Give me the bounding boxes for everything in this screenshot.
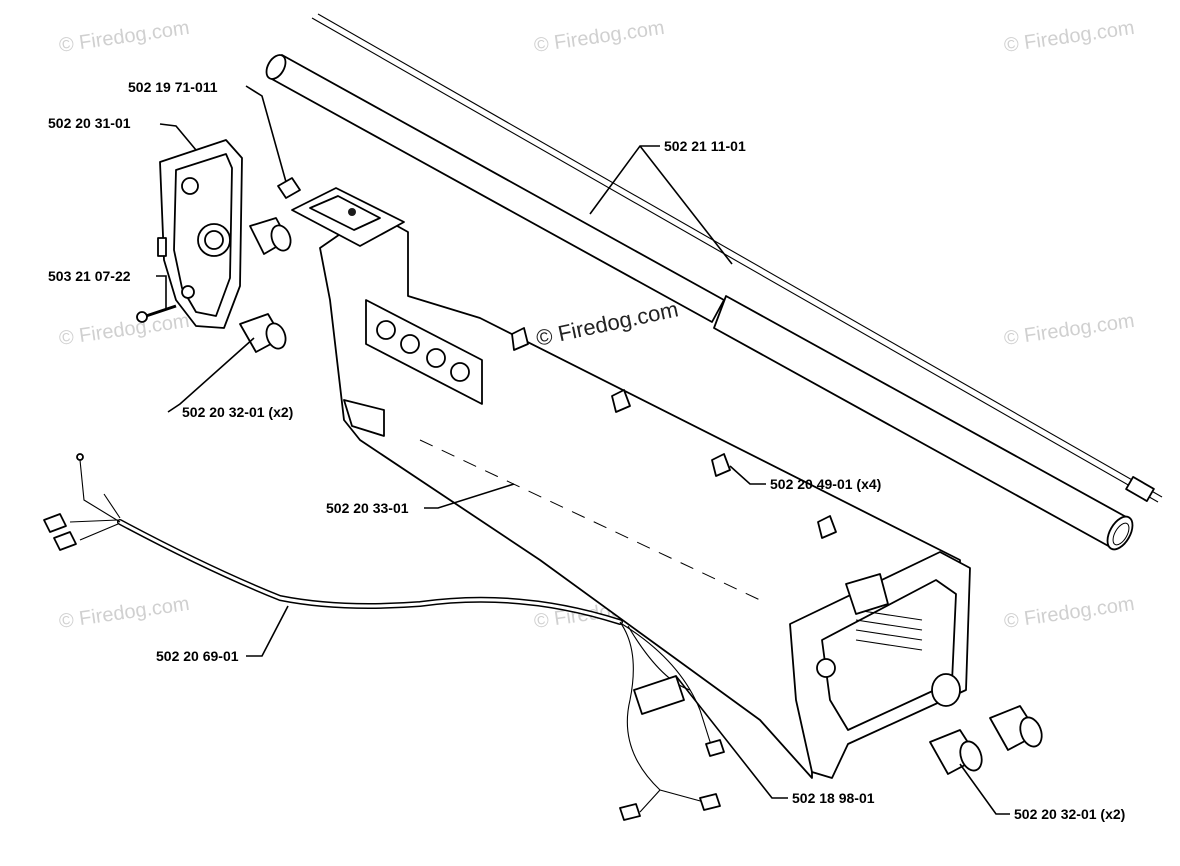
leader-feet-left: [167, 337, 255, 413]
panel-hole-2: [400, 334, 420, 354]
screw-head: [136, 311, 148, 323]
foot-pad-left-upper: [249, 217, 292, 255]
foot-pad-right-2: [929, 729, 983, 775]
watermark-mid-left: © Firedog.com: [58, 310, 191, 350]
harness-switch: [633, 675, 685, 715]
leader-tube-lower: [639, 145, 733, 265]
leader-housing: [424, 483, 515, 509]
panel-hole-3: [426, 348, 446, 368]
leader-cable: [246, 605, 289, 657]
clip-1: [511, 327, 529, 351]
screw-part: [136, 304, 177, 323]
watermark-mid-right: © Firedog.com: [1003, 310, 1136, 350]
cable-wire-3: [79, 523, 119, 541]
housing-left-foot: [343, 399, 385, 437]
clip-4: [817, 515, 837, 539]
harness-connector-3: [705, 739, 725, 757]
clip-3: [711, 453, 731, 477]
tube-bore: [1112, 522, 1130, 546]
leader-clamp-nut: [245, 85, 287, 183]
end-cap-boss-inner: [204, 230, 224, 250]
harness-connector-1: [619, 803, 641, 821]
housing-top-recess: [309, 195, 381, 231]
foot-pad-left-lower: [239, 313, 287, 353]
tube-upper-end: [265, 54, 287, 80]
watermark-bottom-left: © Firedog.com: [58, 593, 191, 633]
watermark-top-left: © Firedog.com: [58, 17, 191, 57]
cable-connector-1: [43, 513, 67, 533]
label-harness: 502 18 98-01: [792, 790, 875, 806]
screw-shank: [145, 304, 177, 318]
clip-2: [611, 389, 631, 413]
leader-screw: [156, 275, 167, 310]
harness-wire-1: [619, 621, 661, 813]
end-cap-left-part: [157, 139, 243, 329]
foot-pad-right-1: [989, 705, 1043, 751]
clamp-nut-part: [277, 177, 301, 199]
harness-wire-2: [621, 623, 713, 749]
watermark-top-center: © Firedog.com: [533, 17, 666, 57]
label-housing: 502 20 33-01: [326, 500, 409, 516]
label-screw: 503 21 07-22: [48, 268, 131, 284]
label-feet-left: 502 20 32-01 (x2): [182, 404, 293, 420]
label-end-cap-left: 502 20 31-01: [48, 115, 131, 131]
end-cap-tab: [157, 237, 167, 257]
housing-right-boss: [931, 673, 961, 707]
label-feet-right: 502 20 32-01 (x2): [1014, 806, 1125, 822]
cable-part: [43, 453, 725, 821]
leader-clip: [729, 465, 766, 485]
tube-lower-end: [1106, 515, 1134, 551]
end-cap-hole-bottom: [181, 285, 195, 299]
label-cable: 502 20 69-01: [156, 648, 239, 664]
housing-right-hole: [816, 658, 836, 678]
leader-lines: [156, 85, 1010, 815]
cable-connector-2: [53, 531, 77, 551]
watermark-center: © Firedog.com: [534, 296, 681, 351]
cable-wire-1: [79, 459, 121, 523]
panel-hole-1: [376, 320, 396, 340]
label-tube: 502 21 11-01: [664, 138, 746, 154]
harness-wire-3: [627, 625, 691, 691]
housing-right-ribs: [855, 609, 923, 651]
leader-harness: [675, 675, 788, 799]
housing-top-hole: [348, 208, 356, 216]
housing-part: [291, 187, 971, 779]
end-cap-hole-top: [181, 177, 199, 195]
watermark-top-right: © Firedog.com: [1003, 17, 1136, 57]
label-clamp-nut: 502 19 71-011: [128, 79, 218, 95]
label-clip: 502 20 49-01 (x4): [770, 476, 881, 492]
clips: [511, 327, 837, 539]
leader-feet-right: [959, 763, 1010, 815]
watermark-bottom-right: © Firedog.com: [1003, 593, 1136, 633]
harness-connector-2: [699, 793, 721, 811]
panel-hole-4: [450, 362, 470, 382]
housing-right-bracket: [845, 573, 889, 615]
tube-part: [265, 13, 1163, 551]
rod-end-fitting: [1125, 476, 1155, 502]
part-labels: 502 19 71-011 502 20 31-01 502 21 11-01 …: [48, 79, 1125, 822]
leader-end-cap: [159, 123, 197, 151]
harness-wire-4: [659, 789, 705, 803]
cable-wire-2: [69, 519, 119, 523]
housing-centerline: [419, 439, 761, 601]
